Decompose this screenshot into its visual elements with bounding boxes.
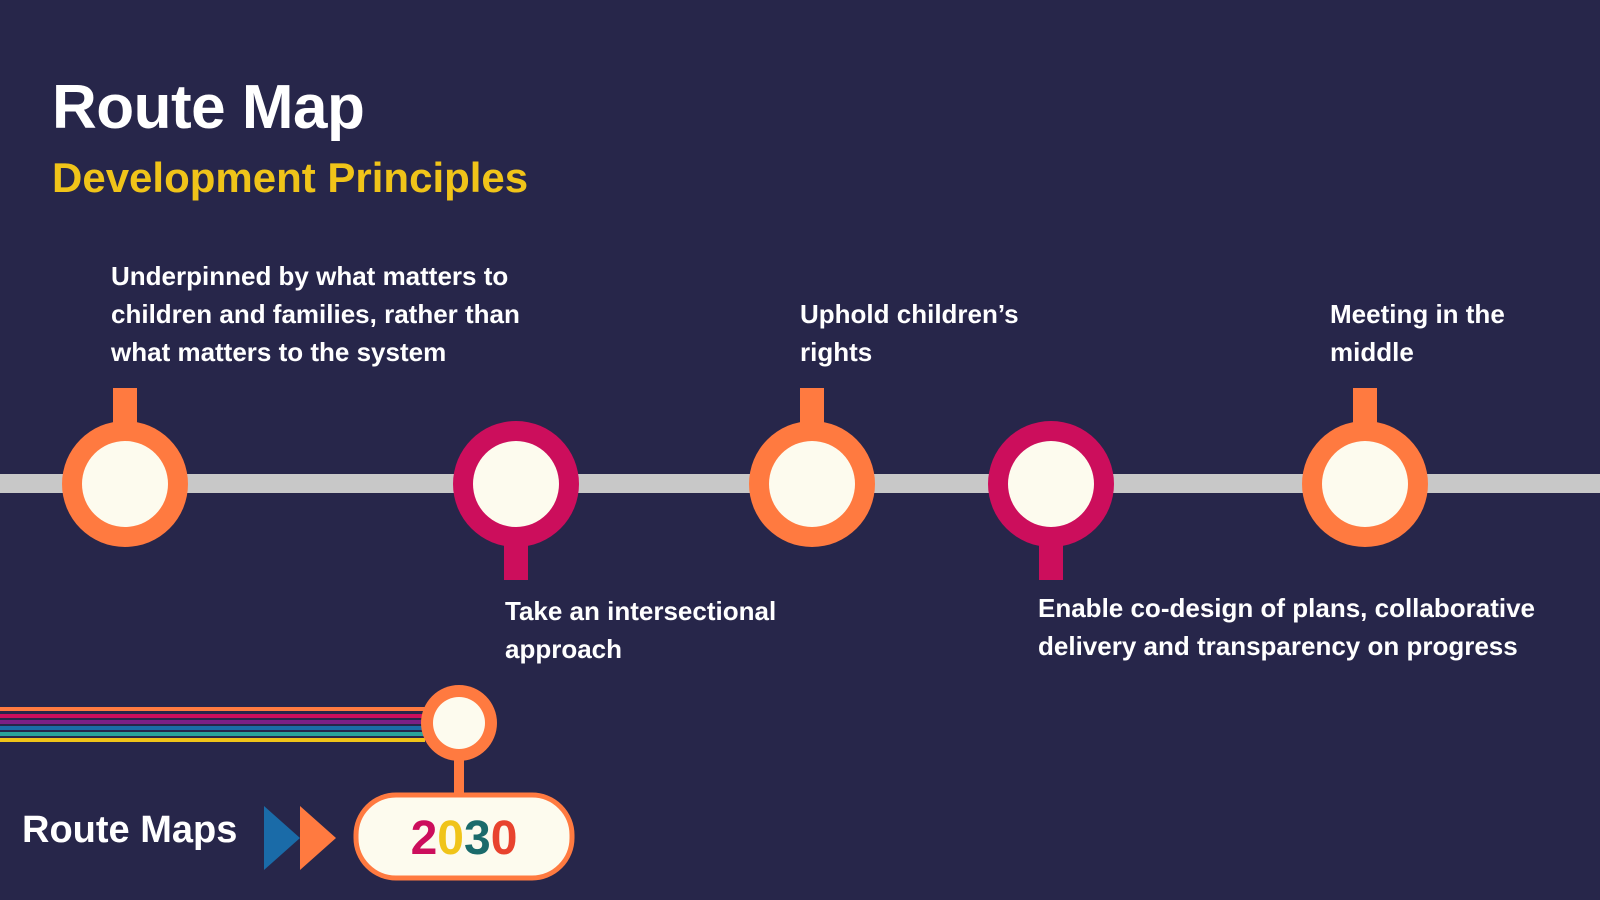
footer-route-lines xyxy=(0,707,425,742)
badge-outline xyxy=(353,792,575,881)
badge-2030-text: 2030 xyxy=(411,812,518,865)
page-title: Route Map xyxy=(52,73,365,142)
route-line-magenta xyxy=(0,714,425,718)
badge-digit-3: 3 xyxy=(464,812,491,865)
stop-label-1: Underpinned by what matters to children … xyxy=(111,261,520,367)
route-line-purple xyxy=(0,720,425,724)
station-stop-1 xyxy=(62,388,188,547)
badge-digit-1: 2 xyxy=(411,812,438,865)
station-center xyxy=(82,441,168,527)
stop-label-4: Enable co-design of plans, collaborative… xyxy=(1038,593,1535,661)
arrow-blue xyxy=(264,806,300,870)
station-center xyxy=(769,441,855,527)
stop-label-5: Meeting in the middle xyxy=(1330,299,1505,367)
footer-station-center xyxy=(433,697,485,749)
badge-digit-4: 0 xyxy=(491,812,518,865)
badge-digit-2: 0 xyxy=(437,812,464,865)
page-subtitle: Development Principles xyxy=(52,154,529,201)
footer-brand: Route Maps xyxy=(22,809,238,851)
station-center xyxy=(1008,441,1094,527)
stop-label-3: Uphold children’s rights xyxy=(800,299,1019,367)
station-center xyxy=(1322,441,1408,527)
badge-2030: 2030 xyxy=(353,792,575,881)
station-stop-4 xyxy=(988,421,1114,580)
station-stop-2 xyxy=(453,421,579,580)
route-line-teal xyxy=(0,732,425,736)
station-stop-5 xyxy=(1302,388,1428,547)
station-stop-3 xyxy=(749,388,875,547)
stop-label-2: Take an intersectional approach xyxy=(505,596,777,664)
route-line-blue xyxy=(0,726,425,730)
chevron-arrows-icon xyxy=(264,806,336,870)
arrow-orange xyxy=(300,806,336,870)
station-center xyxy=(473,441,559,527)
route-line-yellow xyxy=(0,738,425,742)
footer-station xyxy=(421,685,497,794)
route-line-orange xyxy=(0,707,425,711)
footer-station-stem xyxy=(454,758,464,794)
